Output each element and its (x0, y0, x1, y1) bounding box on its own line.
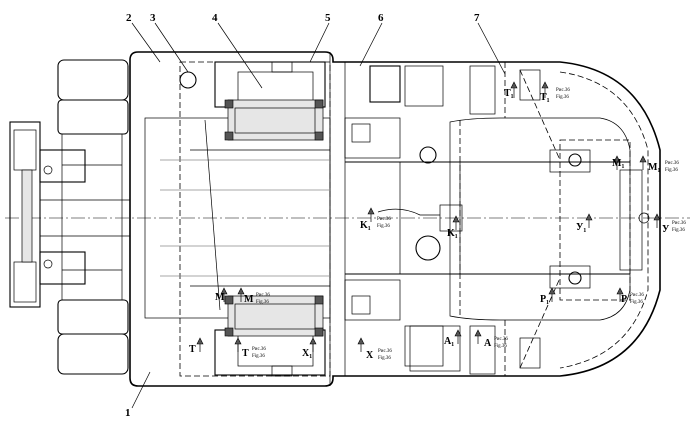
section-arrows (196, 81, 661, 352)
leader-lines (131, 22, 506, 409)
figref-a-ru: Рис.36 (494, 337, 508, 342)
nose-details (504, 62, 650, 376)
tow-hitch (9, 121, 130, 308)
figref-t-en: Fig.36 (252, 354, 265, 359)
figref-k1-ru: Рис.36 (377, 217, 391, 222)
battery-box-top (214, 61, 326, 141)
figref-m1-en: Fig.36 (665, 168, 678, 173)
figref-m1-ru: Рис.36 (665, 161, 679, 166)
figref-y-ru: Рис.36 (672, 221, 686, 226)
figref-t1-en: Fig.36 (556, 95, 569, 100)
callout-6: 6 (378, 12, 384, 24)
section-label-t: T (189, 344, 196, 355)
figref-a-en: Fig.36 (494, 344, 507, 349)
figref-p-ru: Рис.36 (630, 293, 644, 298)
battery-box-bottom (214, 295, 326, 377)
figref-t-ru: Рис.36 (252, 347, 266, 352)
section-label-k1: K₁ (360, 220, 371, 231)
section-label-y: У (662, 224, 670, 235)
section-label-m1: M₁ (612, 158, 624, 169)
figref-x-en: Fig.36 (378, 356, 391, 361)
figref-x-ru: Рис.36 (378, 349, 392, 354)
section-label-a: A (484, 338, 492, 349)
section-label-t-ref: T (242, 348, 249, 359)
figref-m-en: Fig.36 (256, 300, 269, 305)
section-label-m-ref: M (244, 294, 254, 305)
section-label-x1: X₁ (302, 348, 312, 359)
section-label-m1-ref: M₁ (648, 162, 660, 173)
callout-2: 2 (126, 12, 132, 24)
section-label-a1: A₁ (444, 336, 454, 347)
callout-7: 7 (474, 12, 480, 24)
section-label-x: X (366, 350, 374, 361)
section-label-p: P (621, 294, 627, 305)
callout-5: 5 (325, 12, 331, 24)
mid-section (344, 65, 630, 367)
section-label-k1-b: K₁ (447, 228, 458, 239)
callout-4: 4 (212, 12, 218, 24)
figref-k1-en: Fig.36 (377, 224, 390, 229)
callout-3: 3 (150, 12, 156, 24)
section-label-m: M (215, 292, 225, 303)
figref-p-en: Fig.36 (630, 300, 643, 305)
figref-m-ru: Рис.36 (256, 293, 270, 298)
section-label-t1: T₁ (504, 88, 514, 99)
callout-1: 1 (125, 407, 131, 419)
left-wheels (57, 59, 129, 375)
front-tanks (409, 65, 541, 375)
section-label-y1: У₁ (576, 222, 586, 233)
section-label-p1: P₁ (540, 294, 549, 305)
figref-y-en: Fig.36 (672, 228, 685, 233)
section-label-t1-ref: T₁ (540, 92, 550, 103)
figref-t1-ru: Рис.36 (556, 88, 570, 93)
